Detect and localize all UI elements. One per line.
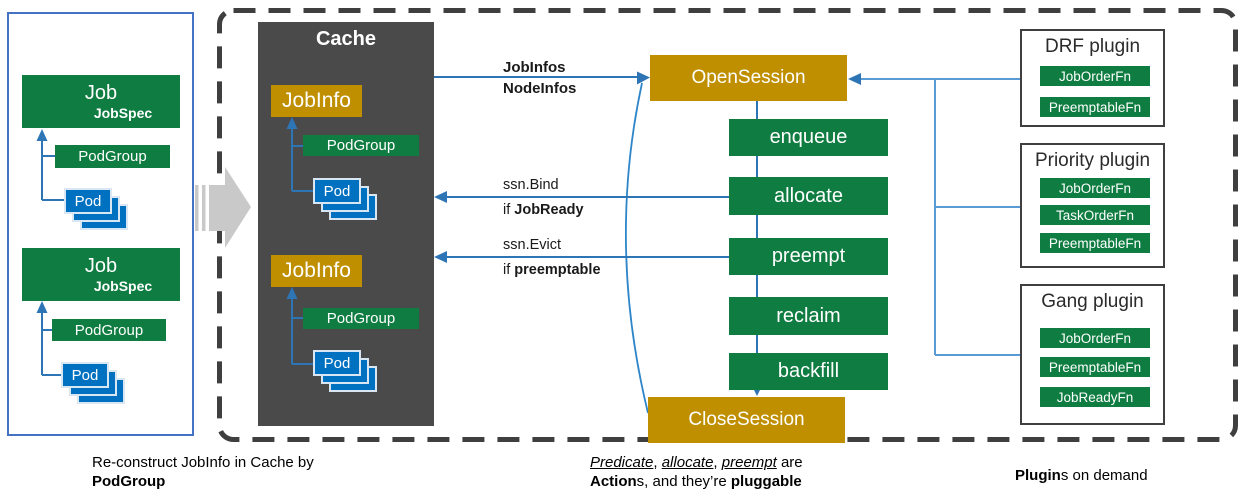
jobinfo-box-1: JobInfo (271, 85, 362, 117)
action-box-allocate: allocate (729, 177, 888, 215)
label-jobready-bold: JobReady (514, 202, 584, 218)
caption-reconstruct-line1: Re-construct JobInfo in Cache by (92, 454, 314, 471)
closesession-box: CloseSession (648, 397, 845, 443)
action-box-reclaim: reclaim (729, 297, 888, 335)
word-are: are (776, 454, 803, 471)
jobspec-label: JobSpec (93, 277, 153, 294)
podgroup-box-1: PodGroup (55, 145, 170, 168)
cache-pod-box-2: Pod (313, 350, 361, 376)
fn-box: TaskOrderFn (1040, 205, 1150, 225)
job-label: Job (84, 81, 118, 104)
label-ssn-evict: ssn.Evict (503, 237, 562, 253)
block-arrow-icon (195, 167, 251, 248)
caption-actions-note: Predicate, allocate, preempt are Actions… (590, 453, 803, 491)
pod-box-1: Pod (64, 188, 112, 214)
cache-pod-stack-1: Pod (313, 178, 379, 222)
plugin-box-drf: DRF plugin JobOrderFn PreemptableFn (1020, 29, 1165, 127)
word-allocate: allocate (661, 454, 714, 471)
caption-actions-line2: Actions, and they’re pluggable (590, 472, 803, 491)
job-box-2: Job JobSpec (22, 248, 180, 301)
jobinfo-box-2: JobInfo (271, 255, 362, 287)
label-jobinfos: JobInfos (503, 59, 566, 76)
caption-reconstruct-line2: PodGroup (92, 473, 166, 490)
job-label: Job (84, 254, 118, 277)
word-plugin-bold: Plugin (1015, 467, 1061, 484)
plugin-box-gang: Gang plugin JobOrderFn PreemptableFn Job… (1020, 284, 1165, 425)
pod-stack-1: Pod (64, 188, 130, 232)
fn-box: JobOrderFn (1040, 66, 1150, 86)
fn-box: PreemptableFn (1040, 97, 1150, 117)
api-objects-panel (7, 12, 194, 436)
label-if-prefix: if (503, 202, 515, 218)
word-middle: s, and they’re (636, 473, 731, 490)
caption-reconstruct: Re-construct JobInfo in Cache by PodGrou… (92, 453, 314, 491)
bind-arrowhead-icon (434, 191, 447, 203)
cache-podgroup-box-1: PodGroup (303, 135, 419, 156)
opensession-left-arrowhead-icon (637, 71, 650, 85)
caption-plugins-note: Plugins on demand (1015, 466, 1148, 485)
opensession-box: OpenSession (650, 55, 847, 101)
cache-title: Cache (315, 28, 377, 50)
plugin-title: Gang plugin (1041, 291, 1144, 312)
separator: , (653, 454, 662, 471)
action-box-enqueue: enqueue (729, 119, 888, 156)
evict-arrowhead-icon (434, 251, 447, 263)
word-preempt: preempt (721, 454, 777, 471)
plugin-box-priority: Priority plugin JobOrderFn TaskOrderFn P… (1020, 143, 1165, 268)
jobspec-label: JobSpec (93, 104, 153, 121)
separator: , (713, 454, 722, 471)
cache-pod-box-1: Pod (313, 178, 361, 204)
closesession-to-opensession-curve (624, 82, 649, 414)
job-box-1: Job JobSpec (22, 75, 180, 128)
pod-stack-2: Pod (61, 362, 127, 406)
label-ssn-bind: ssn.Bind (503, 177, 559, 193)
plugin-title: Priority plugin (1034, 150, 1151, 171)
cache-podgroup-box-2: PodGroup (303, 308, 419, 329)
word-pluggable-bold: pluggable (730, 473, 802, 490)
fn-box: PreemptableFn (1040, 357, 1150, 377)
label-if-preemptable: if preemptable (503, 262, 601, 278)
caption-actions-line1: Predicate, allocate, preempt are (590, 453, 803, 472)
action-box-preempt: preempt (729, 238, 888, 275)
word-predicate: Predicate (590, 454, 654, 471)
fn-box: JobReadyFn (1040, 387, 1150, 407)
word-on-demand: s on demand (1060, 467, 1148, 484)
cache-pod-stack-2: Pod (313, 350, 379, 394)
label-if-prefix: if (503, 262, 515, 278)
label-nodeinfos: NodeInfos (503, 80, 577, 97)
podgroup-box-2: PodGroup (52, 319, 166, 341)
label-preemptable-bold: preemptable (514, 262, 601, 278)
action-box-backfill: backfill (729, 353, 888, 390)
word-action-bold: Action (590, 473, 637, 490)
plugin-title: DRF plugin (1044, 36, 1141, 57)
fn-box: PreemptableFn (1040, 233, 1150, 253)
opensession-right-arrowhead-icon (848, 73, 861, 85)
pod-box-2: Pod (61, 362, 109, 388)
fn-box: JobOrderFn (1040, 328, 1150, 348)
fn-box: JobOrderFn (1040, 178, 1150, 198)
label-if-jobready: if JobReady (503, 202, 584, 218)
